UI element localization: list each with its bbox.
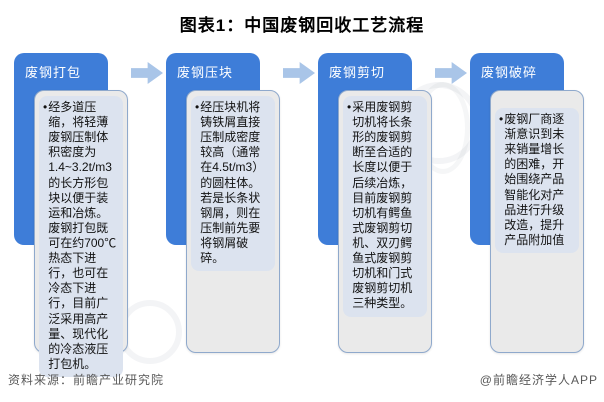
step-card: • 废钢厂商逐渐意识到未来销量增长的困难，开始围绕产品智能化对产品进行升级改造，… <box>490 90 584 353</box>
step-card: • 经压块机将铸铁屑直接压制成密度较高（通常在4.5t/m3）的圆柱体。若是长条… <box>186 90 280 353</box>
step-description: • 经压块机将铸铁屑直接压制成密度较高（通常在4.5t/m3）的圆柱体。若是长条… <box>191 96 275 272</box>
arrow-right-icon <box>283 62 315 84</box>
flow-connector <box>128 53 166 93</box>
flow-step-crushing: 废钢破碎 • 废钢厂商逐渐意识到未来销量增长的困难，开始围绕产品智能化对产品进行… <box>470 53 584 353</box>
brand-note: @前瞻经济学人APP <box>479 373 598 387</box>
step-description: • 采用废钢剪切机将长条形的废钢剪断至合适的长度以便于后续冶炼，目前废钢剪切机有… <box>343 96 427 317</box>
step-description-text: 经多道压缩，将轻薄废钢压制体积密度为1.4~3.2t/m3的长方形包块以便于装运… <box>48 100 117 371</box>
step-description: • 经多道压缩，将轻薄废钢压制体积密度为1.4~3.2t/m3的长方形包块以便于… <box>39 96 123 377</box>
bullet-marker: • <box>347 100 352 114</box>
step-description-text: 采用废钢剪切机将长条形的废钢剪断至合适的长度以便于后续冶炼，目前废钢剪切机有鳄鱼… <box>352 100 413 311</box>
flow-step-briquetting: 废钢压块 • 经压块机将铸铁屑直接压制成密度较高（通常在4.5t/m3）的圆柱体… <box>166 53 280 353</box>
step-description: • 废钢厂商逐渐意识到未来销量增长的困难，开始围绕产品智能化对产品进行升级改造，… <box>495 108 579 253</box>
bullet-marker: • <box>43 100 48 114</box>
step-card: • 采用废钢剪切机将长条形的废钢剪断至合适的长度以便于后续冶炼，目前废钢剪切机有… <box>338 90 432 353</box>
process-flow: 废钢打包 • 经多道压缩，将轻薄废钢压制体积密度为1.4~3.2t/m3的长方形… <box>14 53 584 377</box>
bullet-marker: • <box>499 112 504 126</box>
arrow-right-icon <box>435 62 467 84</box>
step-card: • 经多道压缩，将轻薄废钢压制体积密度为1.4~3.2t/m3的长方形包块以便于… <box>34 90 128 377</box>
flow-step-baling: 废钢打包 • 经多道压缩，将轻薄废钢压制体积密度为1.4~3.2t/m3的长方形… <box>14 53 128 377</box>
flow-step-shearing: 废钢剪切 • 采用废钢剪切机将长条形的废钢剪断至合适的长度以便于后续冶炼，目前废… <box>318 53 432 353</box>
step-description-text: 废钢厂商逐渐意识到未来销量增长的困难，开始围绕产品智能化对产品进行升级改造，提升… <box>504 112 565 247</box>
flow-connector <box>432 53 470 93</box>
source-note: 资料来源：前瞻产业研究院 <box>8 373 165 387</box>
page-title: 图表1：中国废钢回收工艺流程 <box>179 16 425 35</box>
arrow-right-icon <box>131 62 163 84</box>
step-description-text: 经压块机将铸铁屑直接压制成密度较高（通常在4.5t/m3）的圆柱体。若是长条状钢… <box>200 100 265 266</box>
flow-connector <box>280 53 318 93</box>
bullet-marker: • <box>195 100 200 114</box>
